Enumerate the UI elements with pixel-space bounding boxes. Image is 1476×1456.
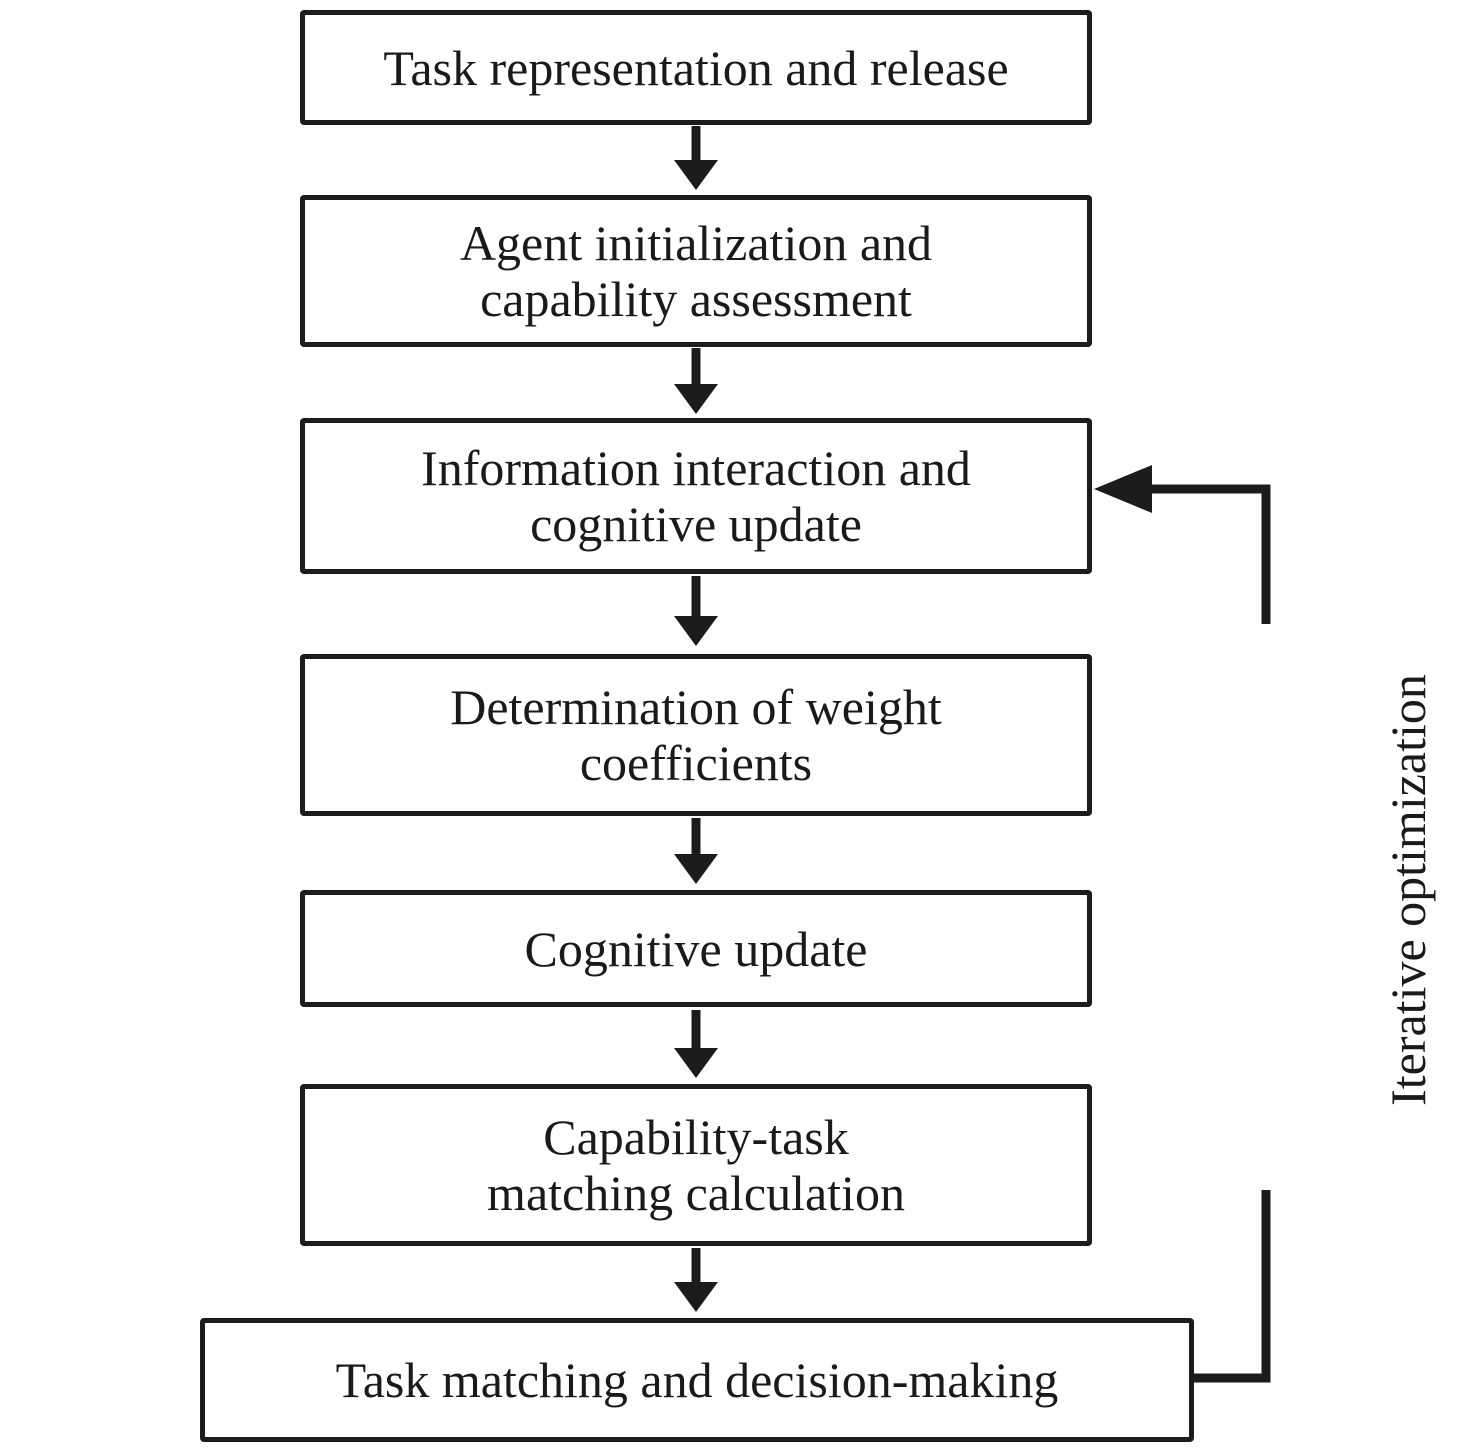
- step-decision-making: Task matching and decision-making: [200, 1318, 1194, 1442]
- step-label-line: Cognitive update: [524, 920, 868, 977]
- step-task-representation: Task representation and release: [300, 10, 1092, 125]
- step-label-line: Determination of weight: [450, 679, 942, 735]
- step-label-line: Information interaction and: [421, 440, 971, 496]
- arrow-down-1: [674, 126, 718, 190]
- step-cognitive-update: Cognitive update: [300, 890, 1092, 1007]
- step-matching-calculation: Capability-task matching calculation: [300, 1084, 1092, 1246]
- arrow-down-6: [674, 1248, 718, 1312]
- arrow-down-2: [674, 348, 718, 414]
- feedback-loop-arrow: [1094, 465, 1271, 1383]
- arrow-down-3: [674, 576, 718, 646]
- step-label-line: matching calculation: [487, 1165, 905, 1221]
- loop-label-text: Iterative optimization: [1379, 674, 1436, 1106]
- step-label-line: Task representation and release: [383, 39, 1009, 96]
- step-label-line: Task matching and decision-making: [335, 1352, 1059, 1408]
- step-weight-coefficients: Determination of weight coefficients: [300, 654, 1092, 816]
- step-agent-initialization: Agent initialization and capability asse…: [300, 195, 1092, 347]
- step-label-line: capability assessment: [480, 271, 912, 327]
- step-information-interaction: Information interaction and cognitive up…: [300, 418, 1092, 574]
- step-label-line: coefficients: [579, 735, 813, 791]
- arrow-down-5: [674, 1010, 718, 1078]
- step-label-line: cognitive update: [530, 496, 862, 552]
- step-label-line: Agent initialization and: [459, 215, 933, 271]
- step-label-line: Capability-task: [543, 1109, 849, 1165]
- arrow-down-4: [674, 818, 718, 884]
- loop-label: Iterative optimization: [1192, 674, 1436, 1106]
